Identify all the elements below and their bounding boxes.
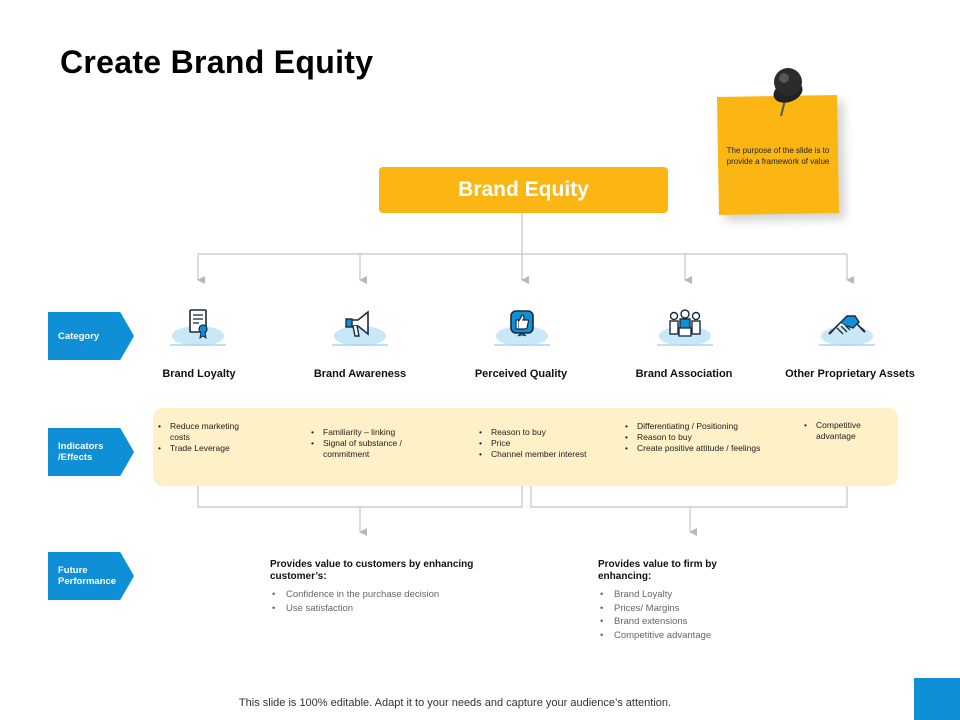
- list-item: Familiarity – linking: [311, 427, 441, 438]
- indicators-brand-awareness: Familiarity – linking Signal of substanc…: [311, 427, 441, 460]
- category-label-brand-loyalty: Brand Loyalty: [162, 368, 236, 380]
- list-item: Competitive advantage: [600, 629, 800, 643]
- list-item: Price: [479, 438, 609, 449]
- list-item: Create positive attitude / feelings: [625, 443, 795, 454]
- category-label-brand-awareness: Brand Awareness: [313, 368, 407, 380]
- list-item: Use satisfaction: [272, 602, 502, 616]
- list-item: Competitive advantage: [804, 420, 884, 442]
- category-label-brand-association: Brand Association: [635, 368, 733, 380]
- row-tab-future: Future Performance: [48, 552, 134, 600]
- list-item: Differentiating / Positioning: [625, 421, 795, 432]
- brand-equity-box: Brand Equity: [379, 167, 668, 213]
- indicators-other-assets: Competitive advantage: [804, 420, 884, 442]
- future-heading-customers: Provides value to customers by enhancing…: [270, 559, 474, 582]
- future-list-customers: Confidence in the purchase decision Use …: [272, 588, 502, 615]
- handshake-icon: [819, 315, 875, 346]
- future-heading-firm: Provides value to firm by enhancing:: [598, 559, 717, 582]
- megaphone-icon: [332, 310, 388, 346]
- indicators-perceived-quality: Reason to buy Price Channel member inter…: [479, 427, 609, 460]
- list-item: Reason to buy: [479, 427, 609, 438]
- team-icon: [657, 309, 713, 346]
- category-label-perceived-quality: Perceived Quality: [474, 368, 568, 380]
- list-item: Brand extensions: [600, 615, 800, 629]
- category-label-other-assets: Other Proprietary Assets: [785, 368, 915, 380]
- footer-note: This slide is 100% editable. Adapt it to…: [238, 697, 672, 709]
- list-item: Trade Leverage: [158, 443, 258, 454]
- list-item: Brand Loyalty: [600, 588, 800, 602]
- list-item: Confidence in the purchase decision: [272, 588, 502, 602]
- row-tab-indicators: Indicators /Effects: [48, 428, 134, 476]
- pushpin-icon: [773, 68, 803, 117]
- list-item: Channel member interest: [479, 449, 609, 460]
- sticky-note-text: The purpose of the slide is to provide a…: [726, 146, 830, 166]
- future-list-firm: Brand Loyalty Prices/ Margins Brand exte…: [600, 588, 800, 642]
- indicators-brand-loyalty: Reduce marketing costs Trade Leverage: [158, 421, 258, 454]
- thumbs-up-icon: [494, 310, 550, 346]
- corner-block: [914, 678, 960, 720]
- list-item: Signal of substance / commitment: [311, 438, 441, 460]
- list-item: Reason to buy: [625, 432, 795, 443]
- indicators-brand-association: Differentiating / Positioning Reason to …: [625, 421, 795, 454]
- page-title: Create Brand Equity: [60, 44, 374, 80]
- certificate-icon: [170, 309, 226, 346]
- list-item: Reduce marketing costs: [158, 421, 258, 443]
- row-tab-category: Category: [48, 312, 134, 360]
- list-item: Prices/ Margins: [600, 602, 800, 616]
